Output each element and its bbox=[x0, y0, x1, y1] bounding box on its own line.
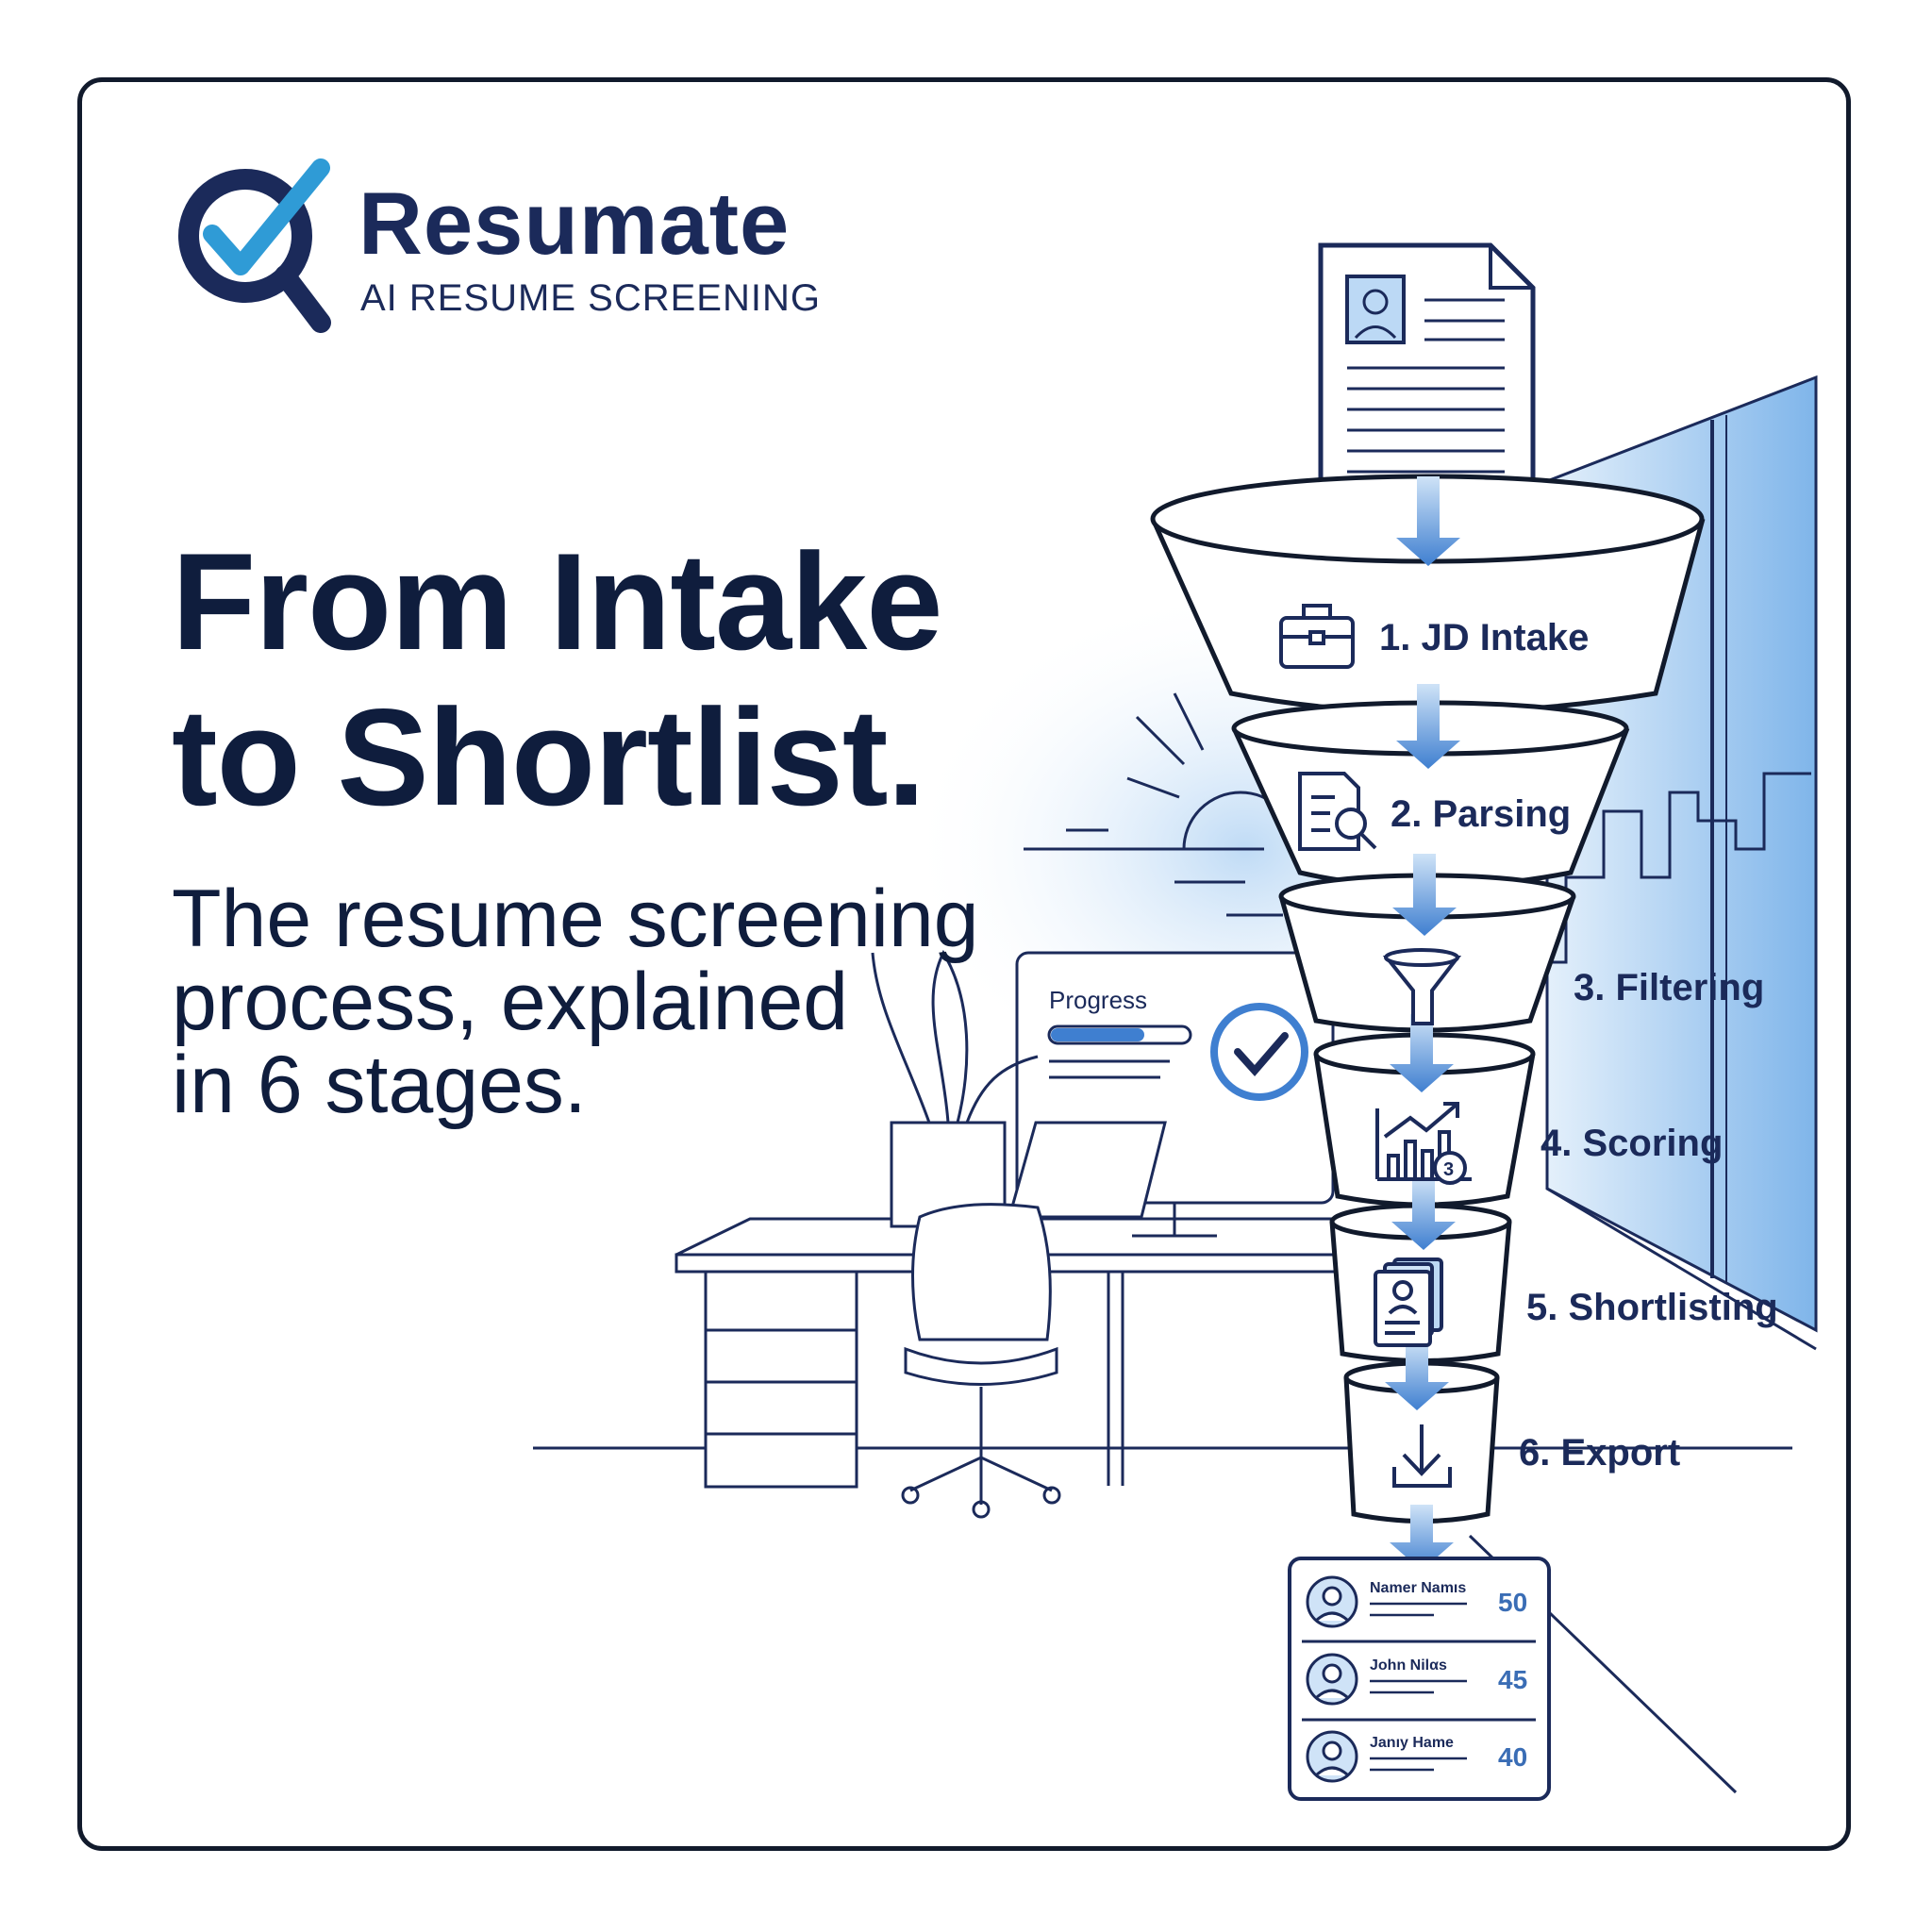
progress-label: Progress bbox=[1049, 986, 1148, 1014]
shortlist-card bbox=[1288, 1534, 1738, 1801]
avatar bbox=[1306, 1653, 1358, 1706]
funnel-icon bbox=[1382, 948, 1462, 1025]
bar-chart-icon: 3 bbox=[1375, 1102, 1472, 1185]
candidate-score: 45 bbox=[1498, 1665, 1528, 1694]
brand-tagline: AI RESUME SCREENING bbox=[360, 277, 821, 319]
magnifier-check-icon bbox=[178, 158, 331, 333]
brand-name: Resumate bbox=[358, 174, 791, 273]
headline: From Intake to Shortlist. bbox=[172, 524, 943, 835]
candidate-score: 50 bbox=[1498, 1588, 1528, 1617]
stage-label-export: 6. Export bbox=[1519, 1432, 1681, 1474]
candidate-name: John Nilαs bbox=[1370, 1657, 1447, 1674]
stage-label-filtering: 3. Filtering bbox=[1574, 967, 1765, 1008]
headline-line-1: From Intake bbox=[172, 525, 943, 678]
avatar bbox=[1306, 1575, 1358, 1628]
subhead: The resume screening process, explained … bbox=[172, 877, 979, 1126]
stage-label-parsing: 2. Parsing bbox=[1391, 793, 1572, 835]
subhead-line-3: in 6 stages. bbox=[172, 1040, 587, 1130]
profile-cards-icon bbox=[1374, 1257, 1443, 1347]
stage-label-shortlisting: 5. Shortlisting bbox=[1526, 1287, 1778, 1328]
check-circle-icon bbox=[1210, 1003, 1308, 1101]
resume-document-icon bbox=[1318, 242, 1536, 522]
headline-line-2: to Shortlist. bbox=[172, 680, 925, 834]
download-icon bbox=[1392, 1424, 1452, 1488]
subhead-line-1: The resume screening bbox=[172, 874, 979, 964]
candidate-name: Janıy Hame bbox=[1370, 1735, 1454, 1751]
desk-scene bbox=[533, 949, 1792, 1519]
candidate-avatars bbox=[1306, 1575, 1467, 1783]
flow-arrows bbox=[1385, 476, 1460, 1571]
briefcase-icon bbox=[1279, 604, 1355, 669]
stage-label-scoring: 4. Scoring bbox=[1541, 1123, 1724, 1164]
document-search-icon bbox=[1298, 772, 1377, 851]
monitor-progress-widget bbox=[1047, 1003, 1308, 1101]
progress-bar-fill bbox=[1051, 1028, 1144, 1041]
candidate-score: 40 bbox=[1498, 1742, 1528, 1772]
subhead-line-2: process, explained bbox=[172, 957, 849, 1047]
candidate-name: Namer Namıs bbox=[1370, 1580, 1467, 1596]
svg-text:3: 3 bbox=[1443, 1159, 1454, 1180]
avatar bbox=[1306, 1730, 1358, 1783]
stage-label-jd-intake: 1. JD Intake bbox=[1379, 617, 1590, 658]
